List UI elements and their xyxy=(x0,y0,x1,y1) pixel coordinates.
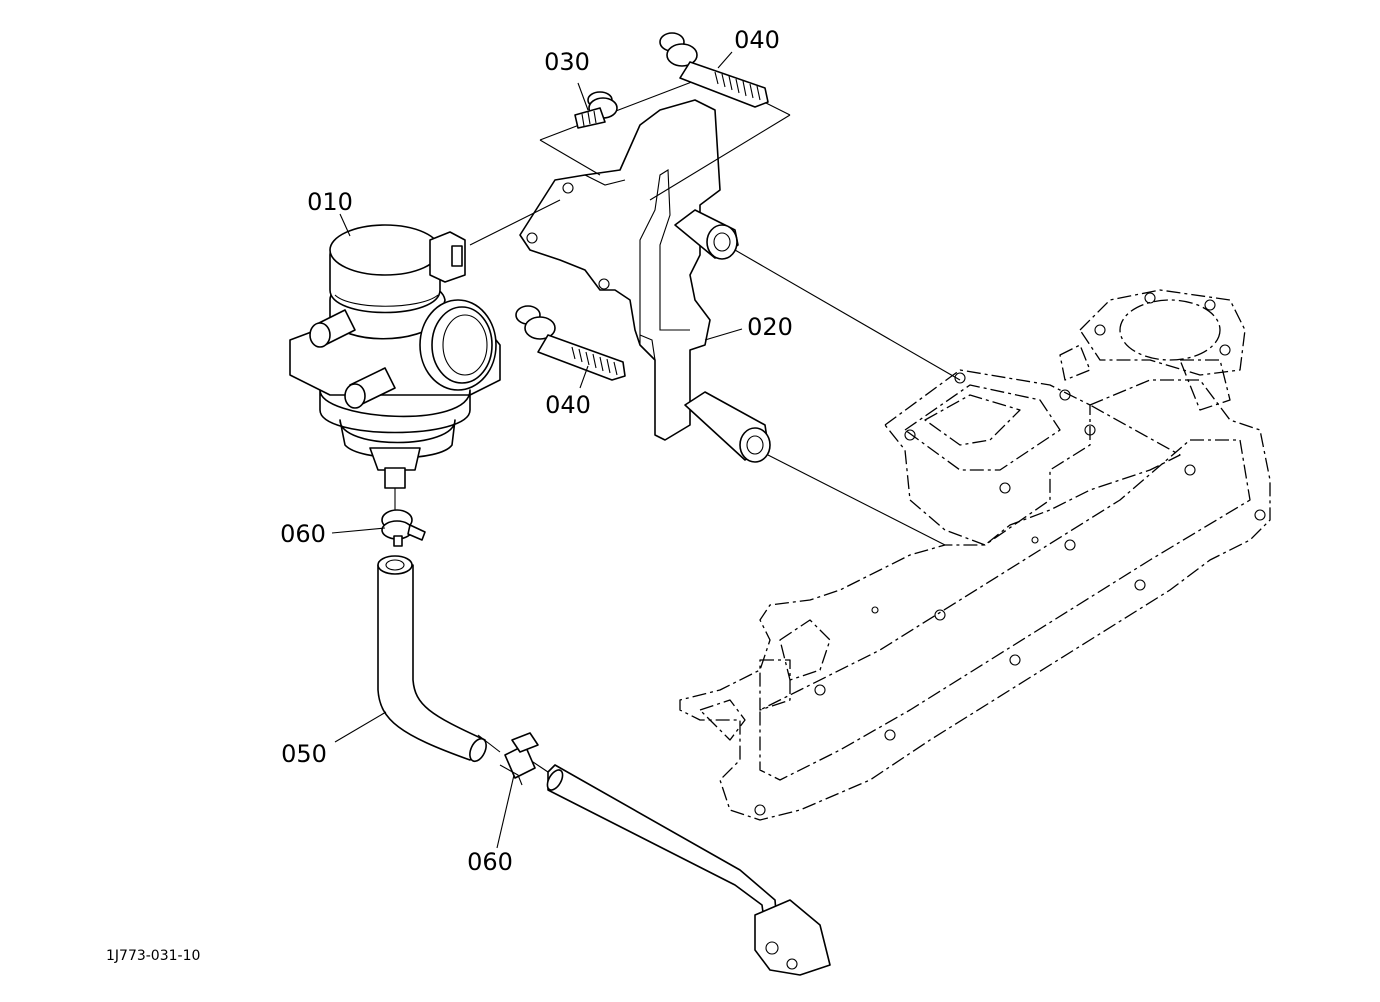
part-label-060-lower: 060 xyxy=(467,848,513,876)
part-label-050: 050 xyxy=(281,740,327,768)
part-label-040-upper: 040 xyxy=(734,26,780,54)
hose-clamp-upper xyxy=(381,509,426,547)
hose-050 xyxy=(377,555,487,763)
leader-lines xyxy=(331,51,743,849)
spacer-lower xyxy=(684,391,771,463)
valve-assembly xyxy=(289,224,501,489)
mounting-bracket xyxy=(519,99,721,441)
spacer-upper xyxy=(674,209,739,260)
hose-clamp-lower xyxy=(499,732,539,786)
part-label-040-lower: 040 xyxy=(545,391,591,419)
bolt-040-upper xyxy=(659,32,769,108)
part-label-020: 020 xyxy=(747,313,793,341)
drawing-code: 1J773-031-10 xyxy=(106,948,200,964)
bolt-030 xyxy=(574,91,618,129)
intake-manifold xyxy=(679,289,1271,821)
bolt-040-lower xyxy=(515,305,626,381)
part-label-030: 030 xyxy=(544,48,590,76)
part-label-010: 010 xyxy=(307,188,353,216)
part-label-060-upper: 060 xyxy=(280,520,326,548)
metal-pipe xyxy=(546,764,831,976)
